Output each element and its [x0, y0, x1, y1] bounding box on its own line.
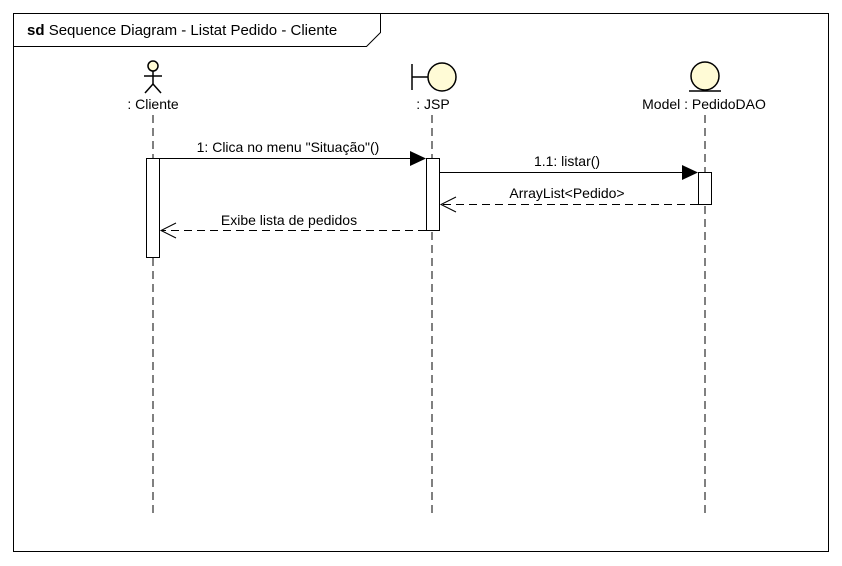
frame-title: sd Sequence Diagram - Listat Pedido - Cl…: [27, 22, 337, 39]
activation-jsp: [426, 158, 440, 231]
frame-title-tab: [13, 13, 381, 47]
arrowhead-open: [439, 196, 457, 213]
frame-title-text: Sequence Diagram - Listat Pedido - Clien…: [48, 22, 338, 39]
actor-icon: [144, 60, 162, 94]
message-label-3: ArrayList<Pedido>: [509, 185, 625, 201]
entity-icon: [689, 61, 721, 92]
arrowhead-filled: [682, 165, 698, 180]
diagram-frame: [13, 13, 829, 552]
message-label-2: 1.1: listar(): [533, 153, 601, 169]
activation-dao: [698, 172, 712, 205]
lifeline-label-cliente: : Cliente: [127, 96, 179, 112]
message-label-4: Exibe lista de pedidos: [220, 212, 358, 228]
message-label-1: 1: Clica no menu "Situação"(): [196, 139, 380, 155]
boundary-icon: [411, 62, 457, 92]
arrowhead-filled: [410, 151, 426, 166]
frame-keyword: sd: [27, 22, 45, 39]
lifeline-label-dao: Model : PedidoDAO: [642, 96, 766, 112]
lifeline-label-jsp: : JSP: [416, 96, 450, 112]
arrowhead-open: [159, 222, 177, 239]
activation-cliente: [146, 158, 160, 258]
